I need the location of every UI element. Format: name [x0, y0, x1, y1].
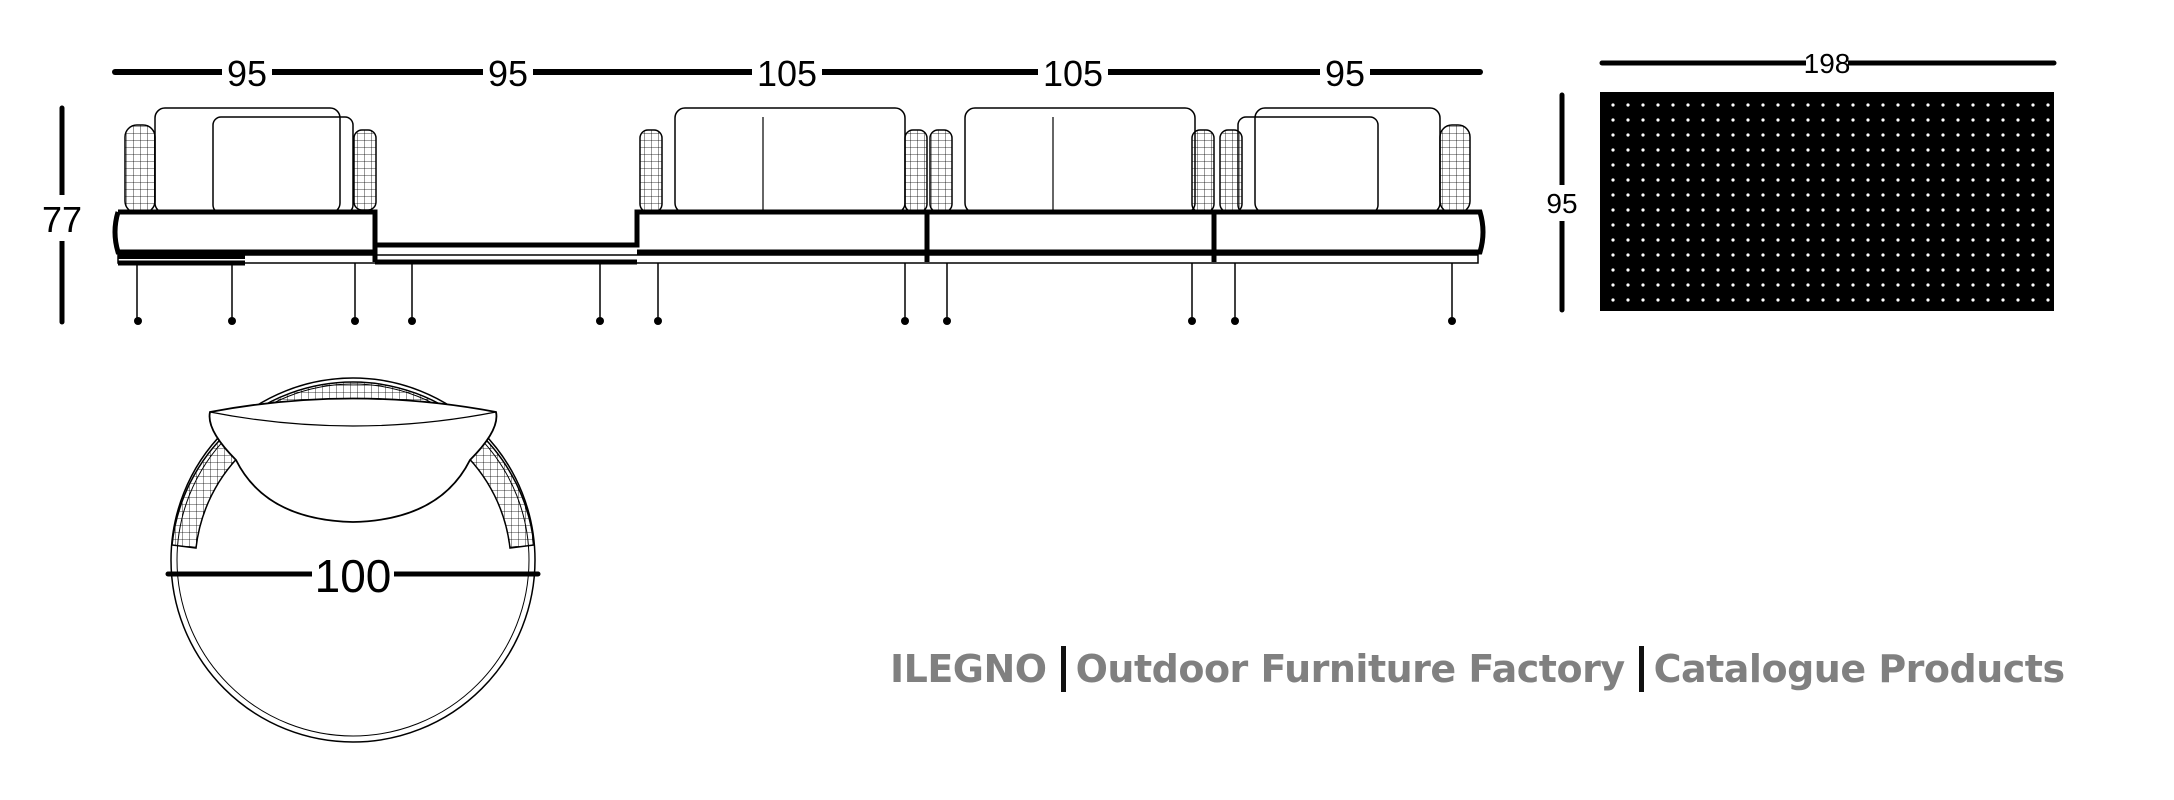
table-depth-label: 95 — [1546, 188, 1577, 219]
height-label: 77 — [42, 199, 82, 240]
round-chair-top-view: 100 — [165, 377, 541, 743]
module-center-1 — [639, 107, 928, 214]
section-title: Catalogue Products — [1653, 647, 2066, 691]
tagline: Outdoor Furniture Factory — [1075, 647, 1625, 691]
sofa-width-dimensions: 95 95 105 105 95 — [112, 52, 1483, 94]
footer-brand-line: ILEGNO Outdoor Furniture Factory Catalog… — [890, 646, 2065, 692]
module-width-label: 95 — [1325, 53, 1365, 94]
module-width-label: 105 — [1043, 53, 1103, 94]
sofa-legs — [136, 263, 1453, 318]
sofa-elevation — [112, 107, 1486, 325]
chair-diameter-label: 100 — [315, 550, 392, 602]
module-width-label: 95 — [227, 53, 267, 94]
brand-name: ILEGNO — [890, 647, 1047, 691]
module-width-label: 95 — [488, 53, 528, 94]
divider — [1060, 646, 1066, 692]
module-center-2 — [929, 107, 1215, 214]
module-width-label: 105 — [757, 53, 817, 94]
table-length-label: 198 — [1804, 48, 1851, 79]
module-left-corner — [124, 107, 377, 214]
module-right-corner — [1219, 107, 1471, 214]
table-top-view: 198 95 — [1545, 48, 2057, 313]
divider — [1638, 646, 1644, 692]
sofa-height-dimension: 77 — [40, 105, 84, 325]
